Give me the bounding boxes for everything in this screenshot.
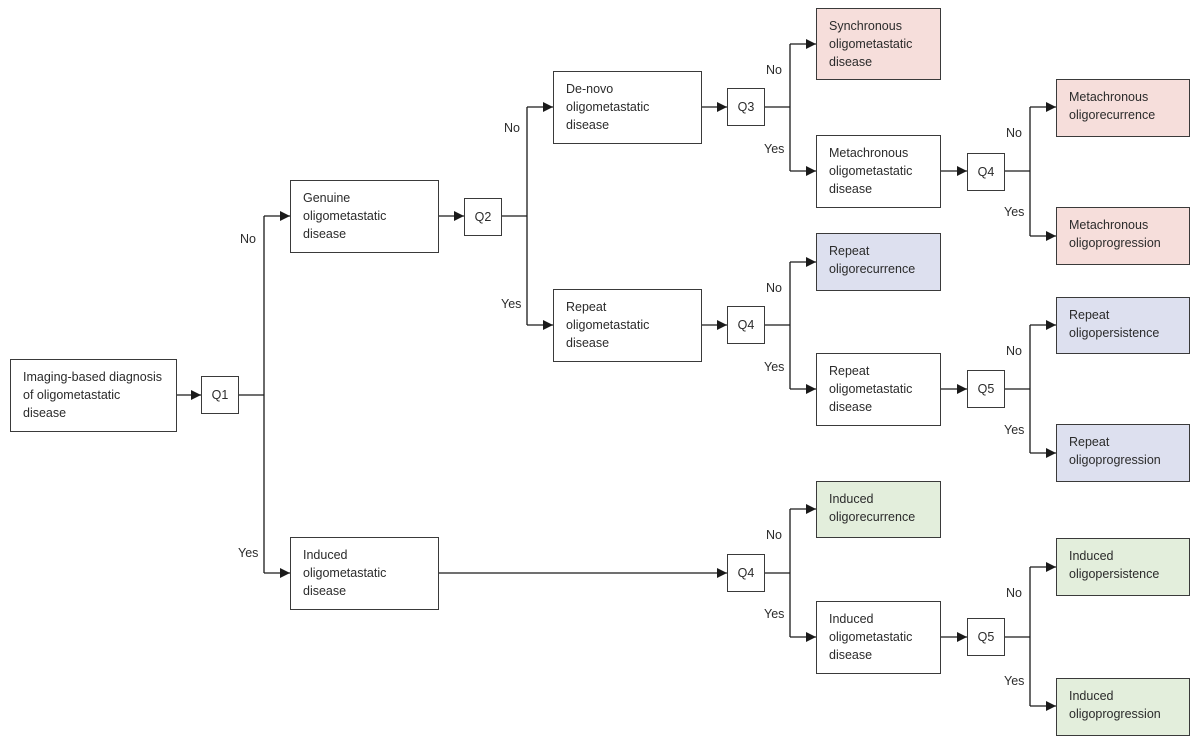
branch-label-no-q2: No bbox=[504, 121, 520, 135]
box-metachronous-oligometastatic-disease: Metachronous oligometastatic disease bbox=[816, 135, 941, 208]
branch-label-no-q3: No bbox=[766, 63, 782, 77]
box-de-novo-oligometastatic-disease: De-novo oligometastatic disease bbox=[553, 71, 702, 144]
question-q4-repeat: Q4 bbox=[727, 306, 765, 344]
branch-label-yes-q4-repeat: Yes bbox=[764, 360, 785, 374]
branch-label-no-q4-induced: No bbox=[766, 528, 782, 542]
branch-label-no-q4-repeat: No bbox=[766, 281, 782, 295]
branch-label-yes-q4-meta: Yes bbox=[1004, 205, 1025, 219]
branch-label-no-q1: No bbox=[240, 232, 256, 246]
question-q4-induced: Q4 bbox=[727, 554, 765, 592]
box-imaging-based-diagnosis: Imaging-based diagnosis of oligometastat… bbox=[10, 359, 177, 432]
question-q5-repeat: Q5 bbox=[967, 370, 1005, 408]
box-repeat-oligometastatic-disease-2: Repeat oligometastatic disease bbox=[816, 353, 941, 426]
box-repeat-oligorecurrence: Repeat oligorecurrence bbox=[816, 233, 941, 291]
box-induced-oligometastatic-disease-2: Induced oligometastatic disease bbox=[816, 601, 941, 674]
branch-label-yes-q3: Yes bbox=[764, 142, 785, 156]
box-induced-oligopersistence: Induced oligopersistence bbox=[1056, 538, 1190, 596]
box-induced-oligorecurrence: Induced oligorecurrence bbox=[816, 481, 941, 538]
branch-label-no-q4-meta: No bbox=[1006, 126, 1022, 140]
box-genuine-oligometastatic-disease: Genuine oligometastatic disease bbox=[290, 180, 439, 253]
box-induced-oligometastatic-disease: Induced oligometastatic disease bbox=[290, 537, 439, 610]
question-q5-induced: Q5 bbox=[967, 618, 1005, 656]
branch-label-yes-q5-induced: Yes bbox=[1004, 674, 1025, 688]
box-repeat-oligoprogression: Repeat oligoprogression bbox=[1056, 424, 1190, 482]
question-q4-metachronous: Q4 bbox=[967, 153, 1005, 191]
box-repeat-oligometastatic-disease: Repeat oligometastatic disease bbox=[553, 289, 702, 362]
box-induced-oligoprogression: Induced oligoprogression bbox=[1056, 678, 1190, 736]
question-q2: Q2 bbox=[464, 198, 502, 236]
box-metachronous-oligoprogression: Metachronous oligoprogression bbox=[1056, 207, 1190, 265]
question-q3: Q3 bbox=[727, 88, 765, 126]
box-repeat-oligopersistence: Repeat oligopersistence bbox=[1056, 297, 1190, 354]
branch-label-no-q5-induced: No bbox=[1006, 586, 1022, 600]
question-q1: Q1 bbox=[201, 376, 239, 414]
branch-label-yes-q5-repeat: Yes bbox=[1004, 423, 1025, 437]
branch-label-yes-q4-induced: Yes bbox=[764, 607, 785, 621]
box-synchronous-oligometastatic-disease: Synchronous oligometastatic disease bbox=[816, 8, 941, 80]
branch-label-yes-q1: Yes bbox=[238, 546, 259, 560]
box-metachronous-oligorecurrence: Metachronous oligorecurrence bbox=[1056, 79, 1190, 137]
branch-label-no-q5-repeat: No bbox=[1006, 344, 1022, 358]
branch-label-yes-q2: Yes bbox=[501, 297, 522, 311]
